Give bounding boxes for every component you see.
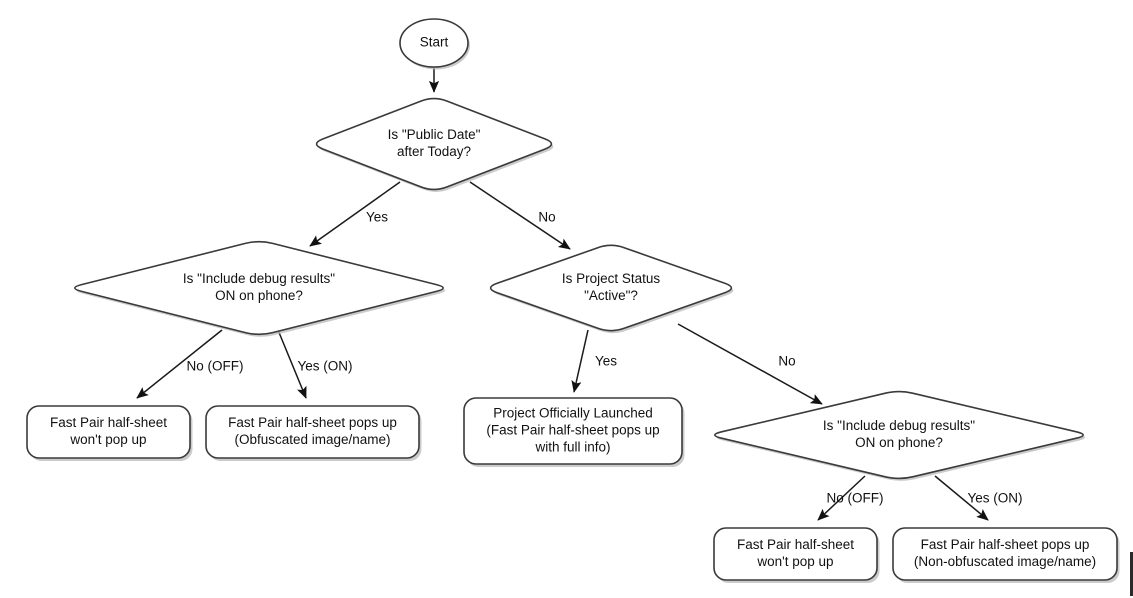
start-ellipse	[399, 18, 469, 68]
terminal-launched-label-line: with full info)	[534, 440, 610, 455]
decision-project-status-label-line: Is Project Status	[562, 271, 661, 286]
terminal-right-on-label: Fast Pair half-sheet pops up (Non-obfusca…	[914, 537, 1096, 569]
edge-public-date-no-label: No	[538, 210, 555, 225]
node-decision-debug-right[interactable]	[714, 390, 1086, 481]
edge-debug-right-no-off	[817, 475, 866, 521]
terminal-left-off-label: Fast Pair half-sheet won't pop up	[50, 415, 167, 447]
decision-project-status-diamond	[489, 244, 733, 332]
decision-debug-right-label-line: ON on phone?	[855, 435, 943, 450]
terminal-left-off-label-line: won't pop up	[69, 432, 146, 447]
node-decision-public-date[interactable]	[315, 97, 554, 192]
nodes-layer: Start Is "Public Date" after Today? Is "Inc…	[26, 18, 1120, 583]
node-decision-debug-left[interactable]	[74, 240, 446, 337]
node-terminal-right-on[interactable]	[892, 527, 1120, 583]
terminal-right-on-label-line: (Non-obfuscated image/name)	[914, 554, 1096, 569]
terminal-left-on-label-line: (Obfuscated image/name)	[234, 432, 390, 447]
edge-debug-right-yes-on-label: Yes (ON)	[967, 491, 1022, 506]
node-terminal-left-off[interactable]	[26, 405, 193, 461]
edge-debug-left-no-off-label: No (OFF)	[187, 359, 244, 374]
terminal-launched-label-line: Project Officially Launched	[493, 406, 653, 421]
node-terminal-launched[interactable]	[463, 397, 685, 467]
right-edge-artifact	[1130, 552, 1133, 596]
terminal-launched-label: Project Officially Launched (Fast Pair ha…	[486, 406, 659, 455]
terminal-right-on-box	[892, 527, 1118, 581]
decision-debug-right-label-line: Is "Include debug results"	[823, 418, 975, 433]
terminal-left-on-box	[205, 405, 420, 459]
edge-debug-left-no-off	[136, 329, 223, 399]
edge-public-date-no	[469, 181, 571, 250]
terminal-left-off-label-line: Fast Pair half-sheet	[50, 415, 167, 430]
terminal-launched-label-line: (Fast Pair half-sheet pops up	[486, 423, 659, 438]
edge-project-status-no-label: No	[778, 354, 795, 369]
start-label: Start	[420, 35, 449, 50]
node-decision-project-status[interactable]	[489, 244, 734, 334]
decision-debug-left-label-line: Is "Include debug results"	[183, 271, 335, 286]
terminal-launched-box	[463, 397, 683, 465]
edge-project-status-no	[677, 323, 823, 405]
terminal-right-off-label-line: Fast Pair half-sheet	[737, 537, 854, 552]
terminal-right-off-label-line: won't pop up	[756, 554, 833, 569]
node-start[interactable]	[399, 18, 470, 70]
decision-public-date-label: Is "Public Date" after Today?	[388, 127, 481, 159]
decision-public-date-diamond	[315, 97, 553, 191]
edge-project-status-yes	[571, 329, 589, 393]
node-terminal-left-on[interactable]	[205, 405, 422, 461]
decision-debug-left-label-line: ON on phone?	[215, 288, 303, 303]
terminal-left-on-label-line: Fast Pair half-sheet pops up	[228, 415, 397, 430]
terminal-right-on-label-line: Fast Pair half-sheet pops up	[921, 537, 1090, 552]
decision-debug-right-label: Is "Include debug results" ON on phone?	[823, 418, 975, 450]
terminal-left-on-label: Fast Pair half-sheet pops up (Obfuscated …	[228, 415, 397, 447]
edge-debug-left-yes-on-label: Yes (ON)	[297, 359, 352, 374]
terminal-right-off-label: Fast Pair half-sheet won't pop up	[737, 537, 854, 569]
edge-public-date-yes	[309, 181, 401, 247]
terminal-right-off-box	[713, 527, 878, 581]
edge-debug-right-yes-on	[934, 475, 989, 521]
decision-debug-left-label: Is "Include debug results" ON on phone?	[183, 271, 335, 303]
decision-debug-right-diamond	[714, 390, 1084, 480]
decision-project-status-label: Is Project Status "Active"?	[562, 271, 661, 303]
decision-public-date-label-line: Is "Public Date"	[388, 127, 481, 142]
edge-debug-right-no-off-label: No (OFF)	[827, 491, 884, 506]
edge-debug-left-yes-on	[277, 329, 307, 399]
decision-public-date-label-line: after Today?	[397, 144, 471, 159]
terminal-left-off-box	[26, 405, 191, 459]
edge-public-date-yes-label: Yes	[366, 210, 388, 225]
start-label-line: Start	[420, 35, 449, 50]
node-terminal-right-off[interactable]	[713, 527, 880, 583]
edge-project-status-yes-label: Yes	[595, 354, 617, 369]
decision-debug-left-diamond	[74, 240, 444, 336]
edges-layer	[136, 67, 989, 521]
decision-project-status-label-line: "Active"?	[584, 288, 638, 303]
